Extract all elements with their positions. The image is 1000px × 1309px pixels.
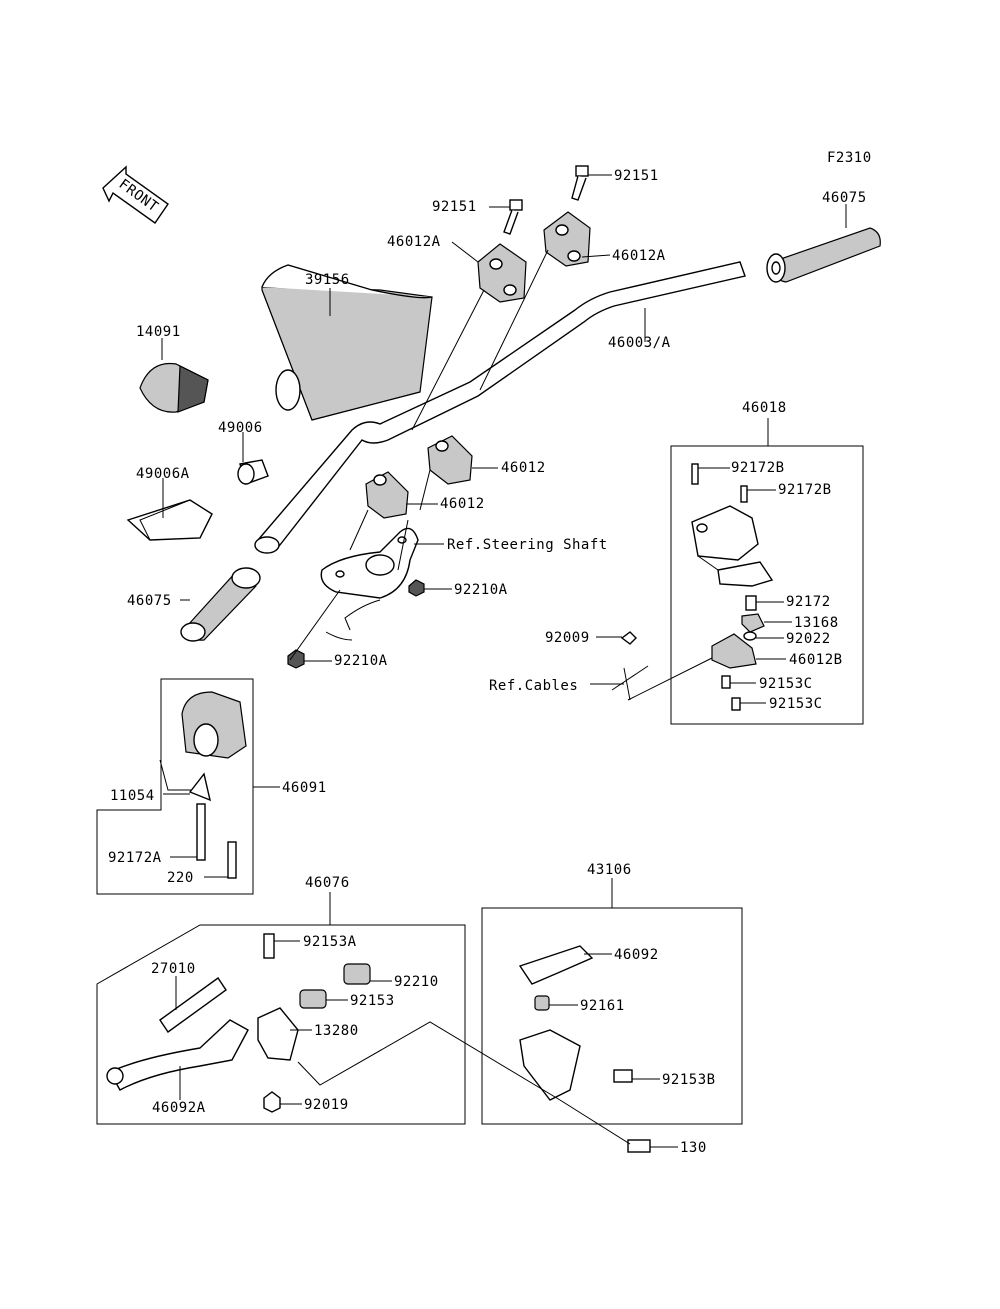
left-grip[interactable] bbox=[180, 567, 261, 642]
fitting-27010[interactable] bbox=[159, 977, 227, 1033]
hand-guard-14091[interactable] bbox=[139, 362, 209, 413]
label-92172[interactable]: 92172 bbox=[786, 594, 831, 610]
label-49006[interactable]: 49006 bbox=[218, 420, 263, 436]
washer-92022[interactable] bbox=[743, 631, 757, 641]
label-92210[interactable]: 92210 bbox=[394, 974, 439, 990]
label-46091[interactable]: 46091 bbox=[282, 780, 327, 796]
bracket-43106[interactable] bbox=[519, 1029, 581, 1101]
label-92022[interactable]: 92022 bbox=[786, 631, 831, 647]
handlebar[interactable] bbox=[254, 261, 746, 554]
label-92019[interactable]: 92019 bbox=[304, 1097, 349, 1113]
label-27010[interactable]: 27010 bbox=[151, 961, 196, 977]
steering-bracket[interactable] bbox=[320, 527, 419, 641]
cap-92161[interactable] bbox=[534, 995, 550, 1011]
upper-clamp-right[interactable] bbox=[543, 211, 591, 267]
label-46003a[interactable]: 46003/A bbox=[608, 335, 671, 351]
label-13280[interactable]: 13280 bbox=[314, 1023, 359, 1039]
label-92153c-1[interactable]: 92153C bbox=[759, 676, 813, 692]
label-46092a[interactable]: 46092A bbox=[152, 1100, 206, 1116]
cable-guide-11054[interactable] bbox=[188, 772, 211, 802]
bolt-92153c-1[interactable] bbox=[721, 675, 731, 689]
spring-92153[interactable] bbox=[299, 989, 327, 1009]
frame-46076 bbox=[96, 924, 466, 1125]
label-46012a-left[interactable]: 46012A bbox=[387, 234, 441, 250]
label-92161[interactable]: 92161 bbox=[580, 998, 625, 1014]
clutch-lever-46092a[interactable] bbox=[106, 1019, 249, 1091]
label-92172b-2[interactable]: 92172B bbox=[778, 482, 832, 498]
cap-13168[interactable] bbox=[741, 613, 765, 633]
label-46012-upper[interactable]: 46012 bbox=[501, 460, 546, 476]
label-92151-top[interactable]: 92151 bbox=[614, 168, 659, 184]
ref-steering-shaft: Ref.Steering Shaft bbox=[447, 537, 608, 553]
label-46012b[interactable]: 46012B bbox=[789, 652, 843, 668]
clip-92009[interactable] bbox=[620, 631, 637, 645]
handlebar-pad[interactable] bbox=[261, 264, 433, 421]
label-92172a[interactable]: 92172A bbox=[108, 850, 162, 866]
lever-46092[interactable] bbox=[518, 945, 594, 985]
label-46012a-right[interactable]: 46012A bbox=[612, 248, 666, 264]
upper-clamp-left[interactable] bbox=[477, 243, 527, 303]
screw-92172a[interactable] bbox=[196, 803, 206, 861]
label-13168[interactable]: 13168 bbox=[794, 615, 839, 631]
screw-220[interactable] bbox=[227, 841, 237, 879]
screw-92172b-2[interactable] bbox=[740, 485, 748, 503]
label-46075-right[interactable]: 46075 bbox=[822, 190, 867, 206]
label-92153b[interactable]: 92153B bbox=[662, 1072, 716, 1088]
frame-43106 bbox=[481, 907, 743, 1125]
bolt-92153a[interactable] bbox=[263, 933, 275, 959]
bolt-92153b[interactable] bbox=[613, 1069, 633, 1083]
label-43106[interactable]: 43106 bbox=[587, 862, 632, 878]
ref-cables: Ref.Cables bbox=[489, 678, 578, 694]
nut-92210a-bottom[interactable] bbox=[287, 649, 305, 669]
label-14091[interactable]: 14091 bbox=[136, 324, 181, 340]
bolt-92153c-2[interactable] bbox=[731, 697, 741, 711]
switch-housing-46091[interactable] bbox=[181, 691, 247, 759]
bolt-92151-right[interactable] bbox=[571, 165, 589, 201]
label-92210a-bottom[interactable]: 92210A bbox=[334, 653, 388, 669]
label-92153a[interactable]: 92153A bbox=[303, 934, 357, 950]
label-92151-left[interactable]: 92151 bbox=[432, 199, 477, 215]
bolt-92151-left[interactable] bbox=[503, 199, 523, 235]
right-grip[interactable] bbox=[766, 227, 881, 283]
figure-code: F2310 bbox=[827, 150, 872, 166]
throttle-housing[interactable] bbox=[691, 505, 774, 587]
frame-46018 bbox=[670, 445, 864, 725]
screw-92172[interactable] bbox=[745, 595, 757, 611]
front-arrow-icon: FRONT bbox=[102, 165, 169, 224]
perch-13280[interactable] bbox=[257, 1007, 299, 1061]
label-46076[interactable]: 46076 bbox=[305, 875, 350, 891]
clamp-46012b[interactable] bbox=[711, 633, 757, 669]
screw-92172b-1[interactable] bbox=[691, 463, 699, 485]
nut-92210a-right[interactable] bbox=[408, 579, 425, 597]
frame-46091 bbox=[96, 678, 254, 895]
label-46012-lower[interactable]: 46012 bbox=[440, 496, 485, 512]
boot-49006a[interactable] bbox=[126, 499, 213, 541]
label-11054[interactable]: 11054 bbox=[110, 788, 155, 804]
label-39156[interactable]: 39156 bbox=[305, 272, 350, 288]
label-92009[interactable]: 92009 bbox=[545, 630, 590, 646]
label-92153c-2[interactable]: 92153C bbox=[769, 696, 823, 712]
label-49006a[interactable]: 49006A bbox=[136, 466, 190, 482]
label-92210a-right[interactable]: 92210A bbox=[454, 582, 508, 598]
bolt-130[interactable] bbox=[627, 1139, 651, 1153]
lower-clamp-upper[interactable] bbox=[427, 435, 473, 485]
lower-clamp-lower[interactable] bbox=[365, 471, 409, 519]
label-46018[interactable]: 46018 bbox=[742, 400, 787, 416]
label-220[interactable]: 220 bbox=[167, 870, 194, 886]
adjuster-92210[interactable] bbox=[343, 963, 371, 985]
adjuster-49006[interactable] bbox=[237, 459, 269, 485]
label-46075-left[interactable]: 46075 bbox=[127, 593, 172, 609]
label-46092[interactable]: 46092 bbox=[614, 947, 659, 963]
nut-92019[interactable] bbox=[263, 1091, 281, 1113]
label-92153[interactable]: 92153 bbox=[350, 993, 395, 1009]
label-92172b-1[interactable]: 92172B bbox=[731, 460, 785, 476]
label-130[interactable]: 130 bbox=[680, 1140, 707, 1156]
